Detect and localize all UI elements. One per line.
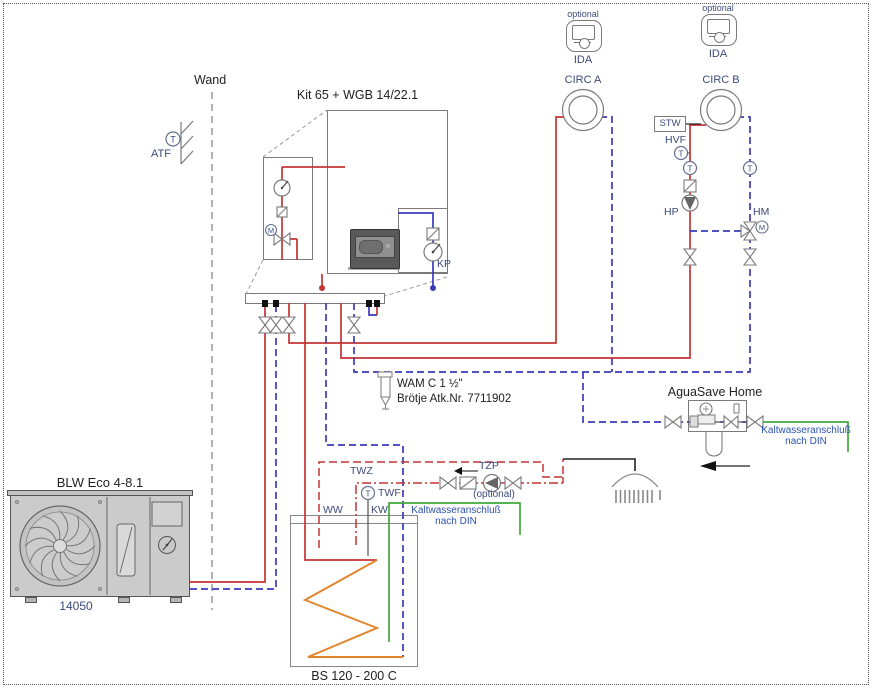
kp-label: KP bbox=[437, 258, 452, 270]
valve-icon bbox=[504, 475, 522, 491]
heatpump-foot bbox=[25, 597, 37, 603]
ida-a-optional: optional bbox=[567, 9, 599, 19]
boiler-title: Kit 65 + WGB 14/22.1 bbox=[296, 88, 419, 102]
flow-arrow-icon bbox=[454, 467, 462, 475]
wall-label: Wand bbox=[194, 73, 227, 87]
circ-b-symbol bbox=[686, 88, 743, 132]
flow-connection-dot bbox=[319, 285, 325, 291]
circ-b-label: CIRC B bbox=[702, 74, 740, 86]
tank-label: BS 120 - 200 C bbox=[311, 669, 397, 683]
hp-label: HP bbox=[664, 206, 679, 218]
storage-tank bbox=[290, 515, 418, 667]
valve-icon bbox=[439, 475, 457, 491]
cold-water-right-label: Kaltwasseranschluß nach DIN bbox=[761, 425, 851, 447]
ida-b-unit bbox=[701, 14, 737, 46]
ww-label: WW bbox=[323, 504, 343, 516]
stw-label: STW bbox=[659, 118, 681, 129]
tzp-optional-label: (optional) bbox=[473, 489, 515, 500]
kp-connection-dot bbox=[430, 285, 436, 291]
cold-water-tank-label: Kaltwasseranschluß nach DIN bbox=[411, 505, 501, 527]
pipe-hp-flow bbox=[190, 303, 266, 583]
ida-a-label: IDA bbox=[573, 54, 593, 66]
pipe-bypass-u bbox=[368, 303, 377, 316]
wam-c-icon bbox=[377, 371, 393, 410]
check-valve-icon bbox=[459, 476, 477, 490]
aguasave-box bbox=[688, 400, 747, 432]
pipe-circa-return bbox=[600, 116, 613, 372]
atf-label: ATF bbox=[151, 148, 171, 160]
ida-b-dial bbox=[714, 32, 725, 43]
heatpump-foot bbox=[170, 597, 182, 603]
svg-text:T: T bbox=[687, 164, 692, 174]
hvf-sensor-icon bbox=[673, 145, 689, 161]
ida-b-optional: optional bbox=[702, 3, 734, 13]
ida-a-dial bbox=[579, 38, 590, 49]
twf-label: TWF bbox=[378, 487, 401, 499]
heatpump-code: 14050 bbox=[59, 599, 93, 613]
t-sensor-icon bbox=[682, 160, 698, 176]
valve-icon bbox=[664, 414, 682, 430]
circ-a-symbol bbox=[561, 88, 605, 132]
wam-label-2: Brötje Atk.Nr. 7711902 bbox=[397, 393, 512, 405]
wam-label-1: WAM C 1 ½" bbox=[397, 378, 463, 390]
ida-b-label: IDA bbox=[708, 48, 728, 60]
tzp-label: TZP bbox=[479, 460, 499, 472]
panel-display bbox=[359, 240, 383, 254]
svg-text:T: T bbox=[678, 149, 683, 159]
flow-arrow-icon bbox=[700, 461, 716, 471]
pipe-hp-return bbox=[190, 303, 277, 590]
stub-valves bbox=[257, 316, 362, 334]
hm-mixer-icon: M bbox=[740, 220, 769, 241]
atf-t-glyph: T bbox=[170, 135, 176, 145]
valve-icon bbox=[682, 248, 698, 266]
heatpump-title: BLW Eco 4-8.1 bbox=[56, 475, 144, 490]
panel-knob bbox=[386, 244, 390, 248]
pipe-ww-tap bbox=[563, 458, 636, 471]
heatpump-body bbox=[10, 495, 190, 597]
hm-label: HM bbox=[753, 206, 770, 218]
heatpump-foot bbox=[118, 597, 130, 603]
kw-label: KW bbox=[371, 504, 388, 516]
kit65-box bbox=[263, 157, 313, 260]
filter-cup-icon bbox=[705, 432, 723, 457]
hp-pump-icon bbox=[681, 194, 699, 212]
t-sensor-icon bbox=[742, 160, 758, 176]
svg-text:M: M bbox=[759, 223, 765, 232]
stw-limiter: STW bbox=[654, 116, 686, 132]
aguasave-label: AguaSave Home bbox=[667, 385, 763, 399]
twf-t-glyph: T bbox=[365, 489, 370, 499]
svg-text:T: T bbox=[747, 164, 752, 174]
connection-plate bbox=[245, 293, 385, 304]
hvf-label: HVF bbox=[665, 134, 686, 146]
dirt-trap-icon bbox=[683, 179, 697, 193]
valve-icon bbox=[742, 248, 758, 266]
circ-a-label: CIRC A bbox=[564, 74, 602, 86]
shower-icon bbox=[611, 473, 661, 503]
twf-sensor: T bbox=[360, 485, 376, 501]
ida-a-unit bbox=[566, 20, 602, 52]
twz-label: TWZ bbox=[350, 465, 373, 477]
